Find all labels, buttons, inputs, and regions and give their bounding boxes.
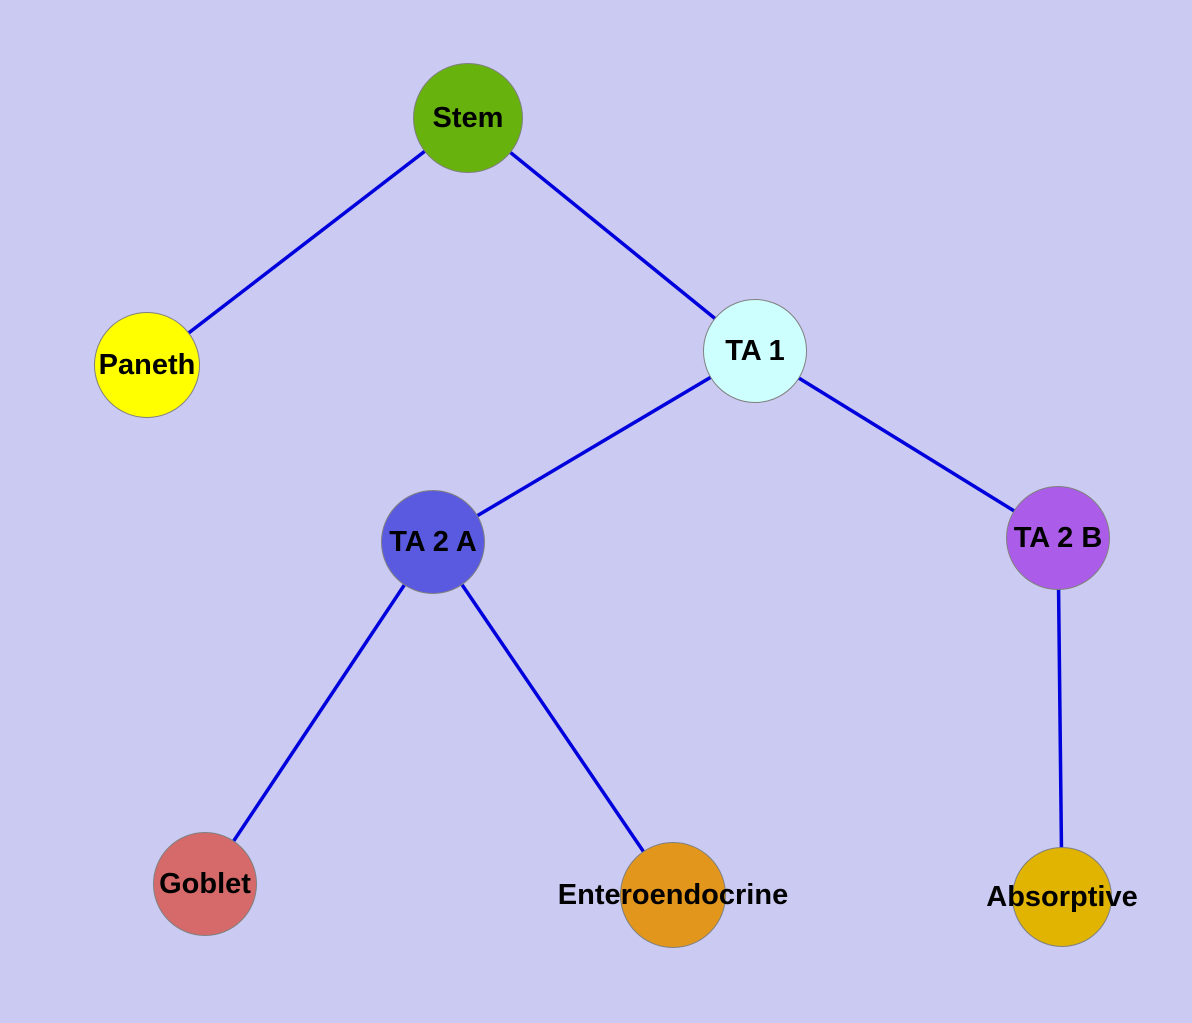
node-ta1[interactable]: TA 1 [703,299,807,403]
edge-stem-paneth [145,116,470,367]
node-label-paneth: Paneth [98,348,196,381]
edge-ta2b-absorptive [1056,537,1064,898]
edge-ta1-ta2a [432,349,756,544]
node-ta2a[interactable]: TA 2 A [381,490,485,594]
node-label-ta2a: TA 2 A [389,525,477,558]
node-label-ta1: TA 1 [725,334,785,367]
node-label-ta2b: TA 2 B [1013,521,1103,554]
node-ta2b[interactable]: TA 2 B [1006,486,1110,590]
node-label-goblet: Goblet [159,867,251,900]
edge-stem-ta1 [466,116,757,353]
node-stem[interactable]: Stem [413,63,523,173]
edge-ta2a-goblet [203,541,435,885]
node-label-stem: Stem [432,101,504,134]
node-enteroendocrine[interactable]: Enteroendocrine [558,842,788,948]
edge-ta2a-enteroendocrine [431,541,675,896]
node-goblet[interactable]: Goblet [153,832,257,936]
edge-ta1-ta2b [754,349,1059,540]
node-paneth[interactable]: Paneth [94,312,200,418]
node-absorptive[interactable]: Absorptive [986,847,1138,947]
